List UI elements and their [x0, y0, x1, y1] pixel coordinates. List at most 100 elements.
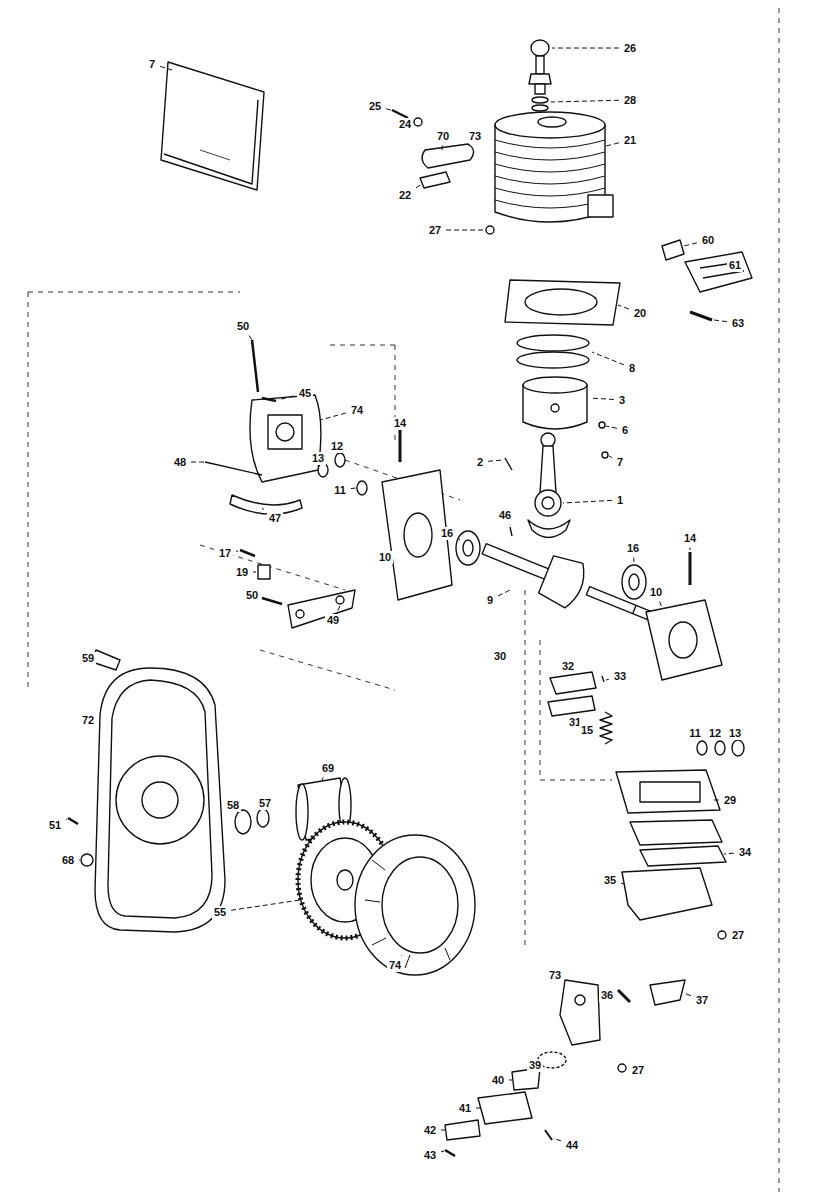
- callout-number: 39: [527, 1059, 543, 1072]
- breaker-points: [392, 110, 474, 188]
- leader-line: [713, 800, 719, 801]
- callout-number: 72: [80, 714, 96, 727]
- callout-number: 40: [490, 1074, 506, 1087]
- leader-line: [278, 396, 294, 400]
- callout-number: 27: [427, 224, 443, 237]
- leader-line: [498, 590, 510, 596]
- leader-line: [684, 243, 697, 246]
- callout-number: 63: [730, 317, 746, 330]
- leader-line: [488, 460, 503, 461]
- ignition-coil: [205, 340, 321, 514]
- leader-line: [441, 1151, 444, 1153]
- leader-line: [606, 143, 619, 146]
- starter-housing: [68, 650, 225, 932]
- callout-number: 19: [234, 566, 250, 579]
- leader-line: [231, 900, 300, 910]
- leader-line: [690, 548, 691, 551]
- leader-line: [160, 66, 172, 70]
- callout-number: 74: [349, 404, 365, 417]
- callout-number: 69: [320, 762, 336, 775]
- callout-number: 7: [615, 456, 625, 469]
- leader-line: [79, 860, 81, 861]
- callout-number: 25: [367, 100, 383, 113]
- piston-rings: [517, 335, 589, 368]
- callout-number: 9: [485, 594, 495, 607]
- cylinder: [495, 112, 613, 222]
- callout-number: 32: [560, 660, 576, 673]
- leader-line: [99, 723, 101, 724]
- callout-number: 21: [622, 134, 638, 147]
- leader-line: [509, 524, 510, 526]
- dashed-guide-lines: [28, 8, 779, 1192]
- callout-number: 15: [579, 724, 595, 737]
- spark-plug: [529, 40, 551, 111]
- callout-number: 57: [257, 797, 273, 810]
- leader-line: [441, 1130, 445, 1131]
- callout-number: 11: [332, 484, 348, 497]
- callout-number: 10: [648, 586, 664, 599]
- callout-number: 55: [212, 906, 228, 919]
- callout-number: 73: [547, 969, 563, 982]
- callout-number: 22: [397, 189, 413, 202]
- leader-line: [552, 48, 619, 49]
- callout-number: 49: [325, 614, 341, 627]
- mounting-bracket: [288, 590, 355, 628]
- callout-number: 58: [225, 799, 241, 812]
- callout-number: 35: [602, 874, 618, 887]
- leader-line: [590, 398, 614, 400]
- crankshaft: [475, 527, 662, 640]
- callout-number: 46: [497, 509, 513, 522]
- leader-line: [509, 1080, 512, 1081]
- leader-line: [338, 606, 340, 611]
- leader-line: [618, 305, 629, 309]
- callout-number: 29: [722, 794, 738, 807]
- callout-number: 11: [687, 727, 703, 740]
- callout-number: 37: [694, 994, 710, 1007]
- leader-line: [320, 413, 346, 420]
- leader-line: [553, 1138, 561, 1141]
- callout-number: 43: [422, 1149, 438, 1162]
- leader-line: [724, 853, 734, 855]
- callout-number: 12: [329, 440, 345, 453]
- callout-number: 47: [267, 512, 283, 525]
- leader-line: [458, 539, 460, 540]
- leader-line: [191, 462, 204, 463]
- leader-line: [621, 883, 624, 885]
- cylinder-gasket: [505, 280, 620, 325]
- callout-number: 36: [599, 989, 615, 1002]
- leader-line: [592, 352, 624, 365]
- callout-number: 6: [620, 424, 630, 437]
- leader-line: [322, 778, 323, 781]
- callout-number: 10: [377, 551, 393, 564]
- callout-number: 51: [47, 819, 63, 832]
- callout-number: 12: [707, 727, 723, 740]
- leader-line: [236, 551, 238, 552]
- flywheel-fan: [355, 835, 475, 975]
- callout-number: 48: [172, 456, 188, 469]
- oil-seals: [318, 453, 744, 756]
- crankcase: [382, 430, 722, 680]
- callout-number: 44: [564, 1139, 580, 1152]
- callout-number: 13: [310, 452, 326, 465]
- leader-line: [714, 320, 727, 322]
- leader-line: [684, 993, 691, 996]
- leader-line: [253, 572, 256, 573]
- reed-valve-assembly: [616, 770, 726, 939]
- callout-number: 60: [700, 234, 716, 247]
- callout-number: 1: [615, 494, 625, 507]
- leader-line: [442, 146, 443, 151]
- leader-line: [416, 184, 422, 188]
- leader-line: [262, 508, 264, 509]
- callout-number: 17: [217, 547, 233, 560]
- connecting-rod: [505, 433, 570, 538]
- leader-line: [386, 109, 391, 110]
- callout-number: 42: [422, 1124, 438, 1137]
- callout-number: 27: [630, 1064, 646, 1077]
- leader-line: [249, 336, 252, 341]
- callout-number: 74: [387, 959, 403, 972]
- leader-line: [606, 679, 609, 681]
- callout-number: 24: [397, 118, 413, 131]
